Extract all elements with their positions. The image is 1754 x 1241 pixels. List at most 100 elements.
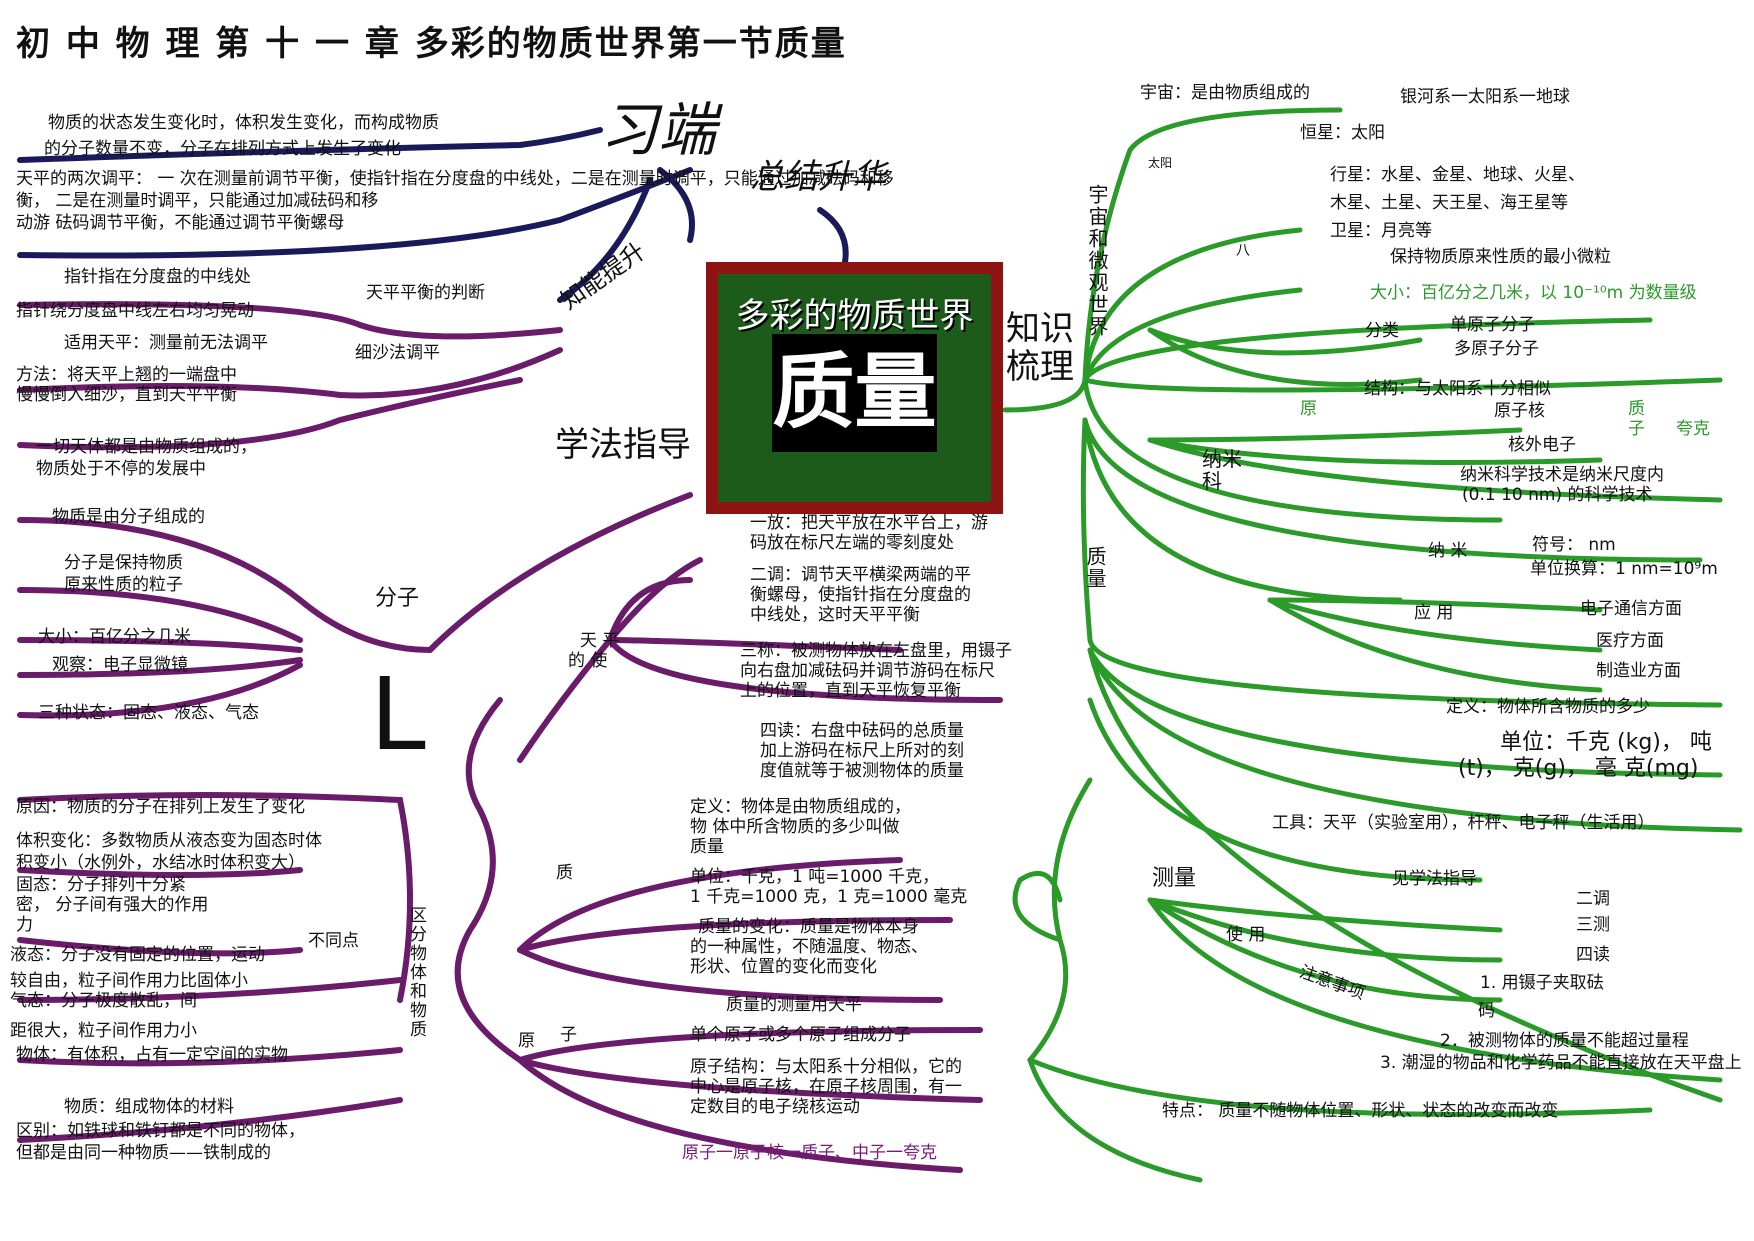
planets-1: 行星：水星、金星、地球、火星、 — [1330, 165, 1585, 185]
gas-2: 距很大，粒子间作用力小 — [10, 1021, 197, 1041]
universe: 宇宙：是由物质组成的 — [1140, 83, 1310, 103]
step-2c: 中线处，这时天平平衡 — [750, 605, 920, 625]
note-1b: 码 — [1478, 1001, 1495, 1021]
unit-1: 单位：千克，1 吨=1000 千克， — [690, 867, 940, 887]
step-si: 四读 — [1576, 945, 1610, 965]
mol-size: 大小：百亿分之几米，以 10⁻¹⁰m 为数量级 — [1370, 283, 1697, 303]
molecule-observe: 观察：电子显微镜 — [52, 655, 188, 675]
definition-1: 定义：物体是由物质组成的， — [690, 797, 911, 817]
molecule-keep-1: 分子是保持物质 — [64, 553, 183, 573]
difference-2: 但都是由同一种物质——铁制成的 — [16, 1143, 271, 1163]
branch-zhishi: 知识 梳理 — [1006, 309, 1074, 387]
all-matter-1: 一切天体都是由物质组成的， — [36, 437, 257, 457]
center-subtitle: 多彩的物质世界 — [735, 296, 974, 336]
atom-chain: 原子一原子核一质子、中子一夸克 — [682, 1143, 937, 1163]
balance-use: 的 使 — [568, 651, 608, 671]
step-2a: 二调：调节天平横梁两端的平 — [750, 565, 971, 585]
solar: 太阳 — [1148, 156, 1173, 170]
nano-symbol: 符号： nm — [1532, 535, 1616, 555]
eight: 八 — [1236, 243, 1250, 259]
balance-adjust-1: 天平的两次调平： 一 次在测量前调节平衡，使指针指在分度盘的中线处，二是在测量时… — [16, 169, 894, 189]
step-er: 二调 — [1576, 889, 1610, 909]
nano-conversion: 单位换算：1 nm=10⁹m — [1530, 559, 1718, 579]
proton-2: 子 — [1628, 419, 1645, 439]
balance-adjust-3: 动游 砝码调节平衡，不能通过调节平衡螺母 — [16, 213, 345, 233]
branch-l-mark: L — [370, 656, 426, 773]
mass-units-1: 单位：千克 (kg)， 吨 — [1500, 730, 1712, 755]
step-2b: 衡螺母，使指针指在分度盘的 — [750, 585, 971, 605]
app-manu: 制造业方面 — [1596, 661, 1681, 681]
matter-molecule: 物质是由分子组成的 — [52, 507, 205, 527]
change-1: 质量的变化：质量是物体本身 — [698, 917, 919, 937]
branch-xiduan: 习端 — [600, 96, 717, 164]
volume-change-2: 积变小（水例外，水结冰时体积变大） — [16, 853, 305, 873]
use-label: 使 用 — [1226, 925, 1266, 945]
planets-2: 木星、土星、天王星、海王星等 — [1330, 193, 1568, 213]
note-1: 1. 用镊子夹取砝 — [1480, 973, 1604, 993]
quark: 夸克 — [1676, 419, 1710, 439]
change-3: 形状、位置的变化而变化 — [690, 957, 877, 977]
all-matter-2: 物质处于不停的发展中 — [36, 459, 206, 479]
note-2: 2．被测物体的质量不能超过量程 — [1440, 1031, 1689, 1051]
measure-label: 测量 — [1152, 866, 1197, 891]
volume-change-1: 体积变化：多数物质从液态变为固态时体 — [16, 831, 322, 851]
step-san: 三测 — [1576, 915, 1610, 935]
step-1b: 码放在标尺左端的零刻度处 — [750, 533, 954, 553]
gas-1: 气态：分子极度散乱，间 — [10, 991, 197, 1011]
step-3a: 三称：被测物体放在左盘里，用镊子 — [740, 641, 1012, 661]
method-ref: 见学法指导 — [1392, 869, 1477, 889]
method-2: 慢慢倒入细沙，直到天平平衡 — [16, 385, 237, 405]
branch-zongjie: 总结升华 — [750, 157, 886, 197]
molecule-size: 大小：百亿分之几米 — [38, 627, 191, 647]
step-4c: 度值就等于被测物体的质量 — [760, 761, 964, 781]
sand-method: 细沙法调平 — [355, 343, 440, 363]
change-2: 的一种属性，不随温度、物态、 — [690, 937, 928, 957]
step-3c: 上的位置，直到天平恢复平衡 — [740, 681, 961, 701]
mass-feature: 特点： 质量不随物体位置、形状、状态的改变而改变 — [1162, 1101, 1559, 1121]
mass-char: 质 — [556, 863, 573, 883]
reason: 原因：物质的分子在排列上发生了变化 — [16, 797, 305, 817]
balance-label: 天 平 — [580, 631, 620, 651]
matter-def: 物质：组成物体的材料 — [64, 1097, 234, 1117]
balance-adjust-2: 衡， 二是在测量时调平，只能通过加减砝码和移 — [16, 191, 379, 211]
application: 应 用 — [1414, 603, 1454, 623]
measure: 质量的测量用天平 — [726, 995, 862, 1015]
three-states: 三种状态：固态、液态、气态 — [38, 703, 259, 723]
galaxy: 银河系一太阳系一地球 — [1400, 87, 1570, 107]
pointer-swing: 指针绕分度盘中线左右均匀晃动 — [16, 301, 254, 321]
multi-atom-molecule: 多原子分子 — [1454, 339, 1539, 359]
classify: 分类 — [1365, 321, 1399, 341]
branch-xuefa: 学法指导 — [555, 425, 691, 465]
center-main-title: 质量 — [772, 334, 937, 452]
app-medical: 医疗方面 — [1596, 631, 1664, 651]
method-1: 方法：将天平上翘的一端盘中 — [16, 365, 237, 385]
nucleus: 原子核 — [1494, 401, 1545, 421]
atom-structure-1: 原子结构：与太阳系十分相似，它的 — [690, 1057, 962, 1077]
definition-3: 质量 — [690, 837, 724, 857]
atom-mark: 子 — [560, 1025, 577, 1045]
step-1a: 一放：把天平放在水平台上，游 — [750, 513, 988, 533]
yuan: 原 — [1300, 399, 1317, 419]
nano-sci-2: 科 — [1202, 469, 1222, 493]
solid-3: 力 — [16, 915, 33, 935]
star: 恒星：太阳 — [1300, 123, 1385, 143]
liquid: 液态：分子没有固定的位置，运动 — [10, 945, 265, 965]
quality-label: 质量 — [1083, 546, 1107, 590]
tools: 工具：天平（实验室用），杆秤、电子秤（生活用） — [1272, 813, 1655, 833]
center-board: 多彩的物质世界 质量 — [706, 262, 1003, 514]
object: 物体：有体积，占有一定空间的实物 — [16, 1045, 288, 1065]
nano: 纳 米 — [1428, 541, 1468, 561]
definition-2: 物 体中所含物质的多少叫做 — [690, 817, 900, 837]
nano-tech-2: (0.1 10 nm) 的科学技术 — [1462, 485, 1653, 505]
single-atom-molecule: 单原子分子 — [1450, 315, 1535, 335]
solid-2: 密， 分子间有强大的作用 — [16, 895, 209, 915]
molecule-keep-2: 原来性质的粒子 — [64, 575, 183, 595]
mass-units-2: (t)， 克(g)， 毫 克(mg) — [1458, 756, 1699, 781]
universe-micro: 宇宙和微观世界 — [1085, 184, 1109, 338]
solid-1: 固态：分子排列十分紧 — [16, 875, 186, 895]
nano-sci: 纳米 — [1202, 447, 1242, 471]
step-4b: 加上游码在标尺上所对的刻 — [760, 741, 964, 761]
smallest: 保持物质原来性质的最小微粒 — [1390, 247, 1611, 267]
center-board-inner: 多彩的物质世界 质量 — [718, 274, 991, 502]
